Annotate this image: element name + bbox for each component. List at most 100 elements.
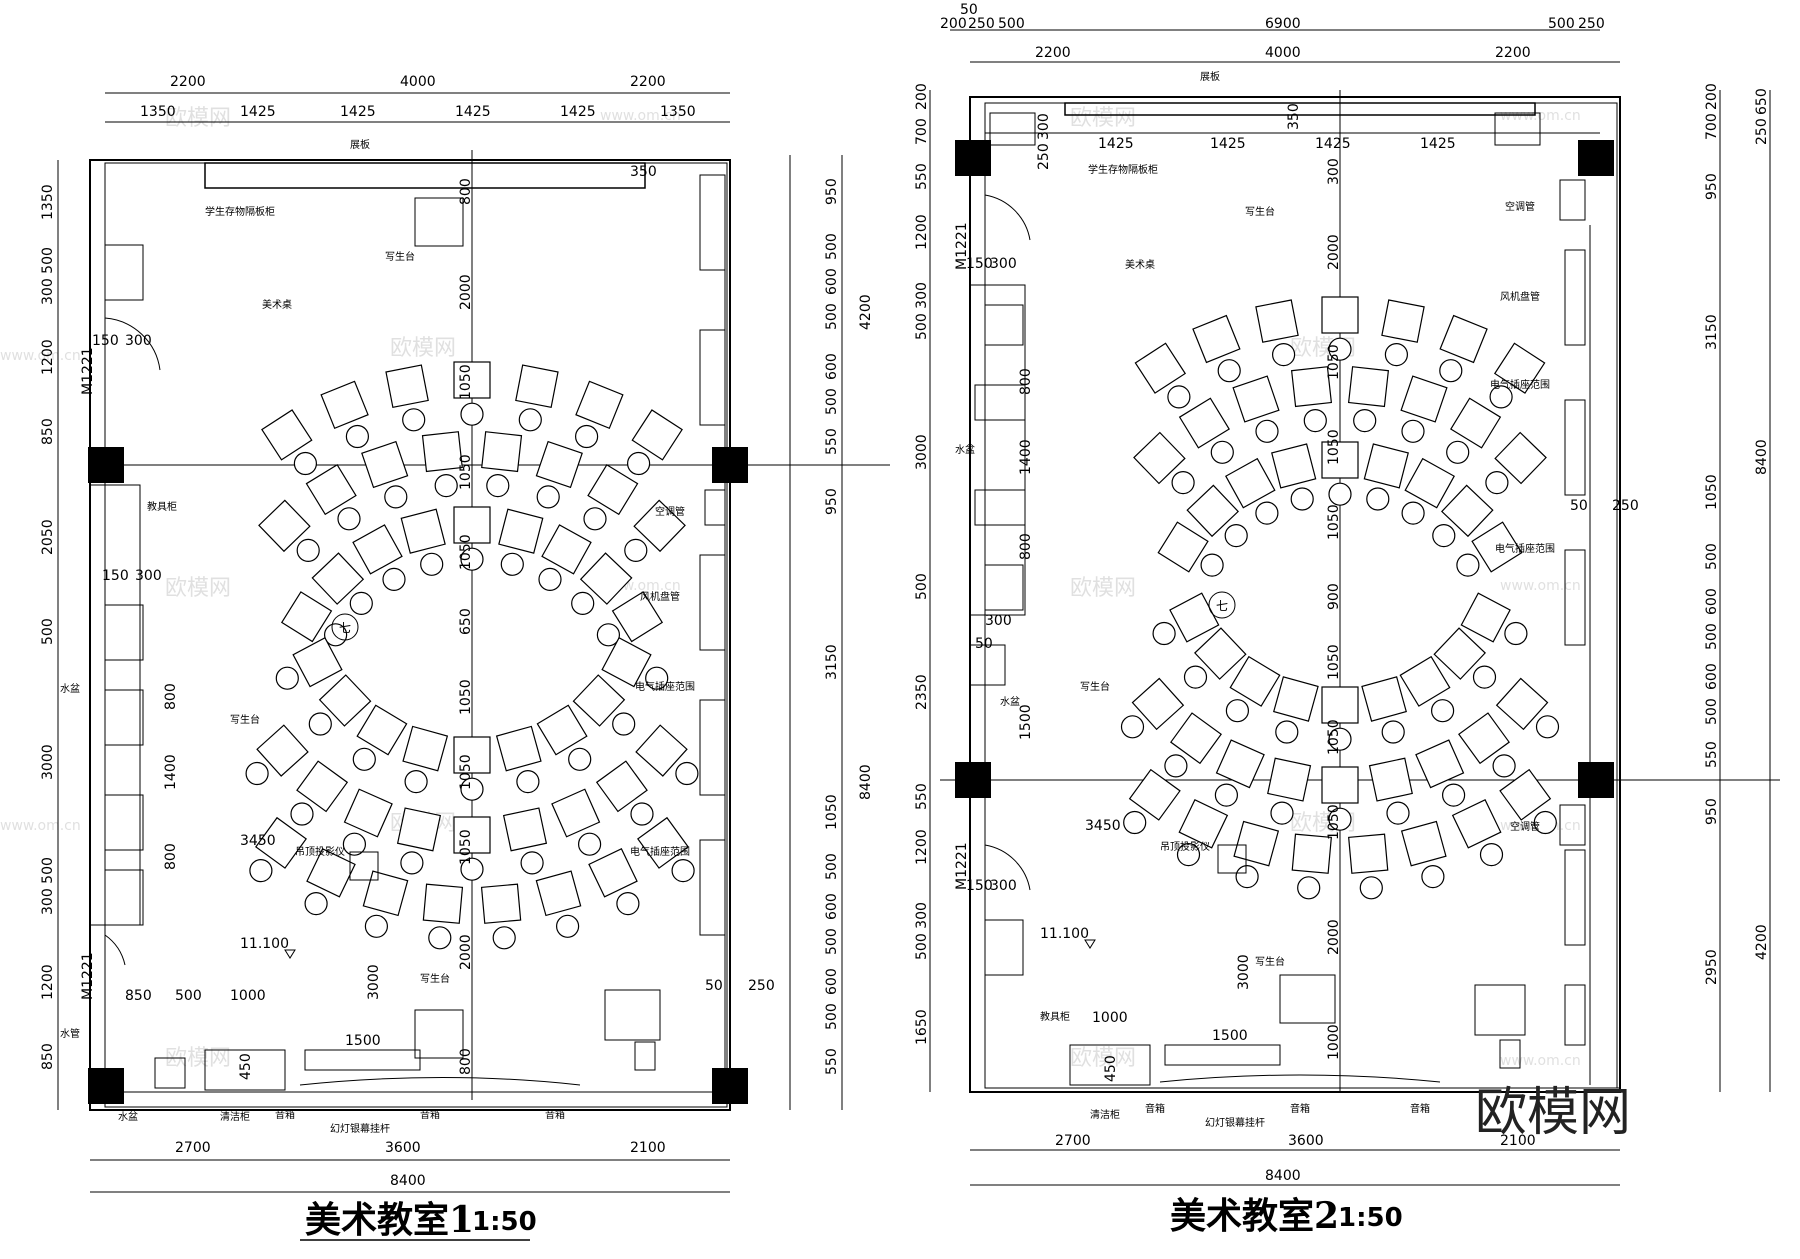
stool [1183, 665, 1208, 689]
art-desk [1381, 299, 1425, 343]
art-desk [343, 788, 393, 838]
stool [1479, 842, 1504, 867]
art-desk [575, 380, 624, 430]
wall-equipment [699, 839, 726, 936]
art-desk [1229, 655, 1281, 707]
dim-text: M1221 [954, 222, 970, 270]
art-desk [1192, 314, 1241, 364]
dim-text: 1050 [458, 534, 474, 570]
dim-text: 500 [998, 16, 1025, 32]
dim-text: 800 [458, 178, 474, 205]
dim-text: 250 [748, 978, 775, 994]
art-desk [453, 736, 491, 774]
art-desk [595, 760, 648, 813]
dim-text: 3600 [385, 1140, 421, 1156]
art-desk [1399, 655, 1451, 707]
art-desk [311, 552, 365, 605]
stool [324, 623, 348, 647]
dim-text: 450 [238, 1053, 254, 1080]
stool [428, 926, 452, 950]
dim-text: 500 [824, 928, 840, 955]
label-socket-range: 电气插座范围 [1495, 542, 1555, 555]
dim-text: 8400 [858, 764, 874, 800]
dim-text: 600 [1704, 588, 1720, 615]
art-desk [1194, 627, 1247, 680]
stool [1401, 501, 1425, 525]
art-desk [256, 724, 309, 777]
dim-text: 500 [1704, 543, 1720, 570]
art-desk [1348, 833, 1389, 874]
stool [337, 507, 361, 531]
teacher-cabinet [969, 284, 1026, 616]
sink-unit [154, 1057, 186, 1089]
stool [596, 623, 621, 647]
stool [402, 408, 426, 432]
art-desk [1157, 521, 1209, 573]
art-desk [258, 499, 311, 553]
room-number: 七 [1216, 599, 1228, 613]
stool [1210, 440, 1234, 464]
dim-text: 500 [175, 988, 202, 1004]
art-desk [1321, 766, 1359, 804]
stool [1489, 385, 1513, 409]
stool [460, 857, 484, 881]
stool [583, 507, 607, 531]
art-desk [402, 725, 449, 772]
art-desk [495, 725, 542, 772]
dim-text: 50 [975, 636, 993, 652]
watermark-url: www.om.cn [600, 108, 681, 124]
structural-column [88, 1068, 124, 1104]
dim-text: 1050 [1326, 344, 1342, 380]
dim-text: 1200 [914, 214, 930, 250]
dim-text: 2350 [914, 674, 930, 710]
dim-text: M1221 [954, 842, 970, 890]
art-desk [1471, 521, 1523, 573]
dim-text: 450 [1103, 1055, 1119, 1082]
structural-column [955, 762, 991, 798]
label-student-cabinet: 学生存物隔板柜 [1088, 163, 1158, 176]
dim-text: 600 [824, 268, 840, 295]
dim-text: 700 [1704, 113, 1720, 140]
dim-text: 1425 [1098, 136, 1134, 152]
dim-text: 300 [135, 568, 162, 584]
dim-text: 2200 [1495, 45, 1531, 61]
stool [342, 832, 366, 856]
stool [404, 769, 428, 794]
dim-text: 550 [914, 783, 930, 810]
structural-column [1578, 762, 1614, 798]
dim-text: 2200 [1035, 45, 1071, 61]
dim-text: 800 [163, 683, 179, 710]
dim-text: 500 [1704, 623, 1720, 650]
dim-text: 4200 [1754, 924, 1770, 960]
stool [516, 769, 540, 794]
display-board [204, 162, 646, 189]
stool [1432, 523, 1456, 548]
dim-text: 650 [1754, 88, 1770, 115]
dim-text: 2950 [1704, 949, 1720, 985]
art-desk [1460, 592, 1511, 643]
dim-text: 3150 [824, 644, 840, 680]
stool [249, 858, 273, 883]
dim-text: 500 300 [914, 282, 930, 340]
dim-text: 500 [40, 618, 56, 645]
stool [1328, 807, 1352, 831]
dim-text: 2700 [175, 1140, 211, 1156]
dim-text: 8400 [1754, 439, 1770, 475]
stool [245, 761, 269, 786]
watermark-text: 欧模网 [1070, 576, 1136, 601]
art-desk [261, 409, 313, 461]
dim-text: 650 [458, 608, 474, 635]
dim-text: 300 [1326, 158, 1342, 185]
podium [1474, 984, 1526, 1036]
dim-text: 3450 [1085, 818, 1121, 834]
dim-text: 1425 [240, 104, 276, 120]
stool [1152, 621, 1176, 646]
dim-text: 50 [1570, 498, 1588, 514]
dim-text: 1350 [140, 104, 176, 120]
dim-text: 300 500 [40, 247, 56, 305]
label-sketch-table: 写生台 [420, 972, 450, 985]
art-desk [515, 364, 559, 409]
art-desk [536, 704, 588, 756]
label-cleaning-cabinet: 清洁柜 [220, 1110, 250, 1123]
cabinet-unit [984, 564, 1024, 611]
